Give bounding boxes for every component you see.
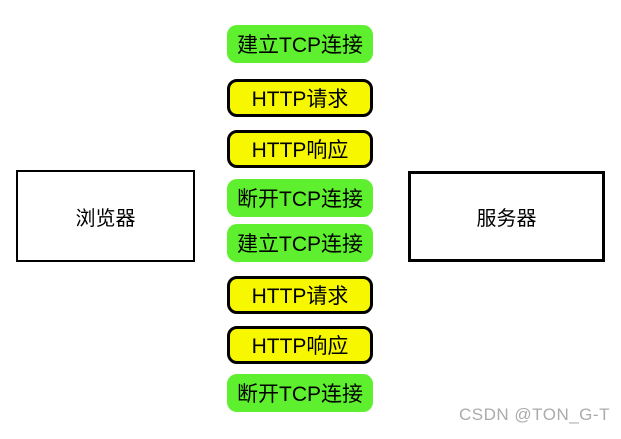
step-label: 建立TCP连接 <box>237 233 363 256</box>
step-pill-tcp: 建立TCP连接 <box>227 25 373 63</box>
step-label: 断开TCP连接 <box>237 188 363 211</box>
step-label: HTTP响应 <box>251 335 349 358</box>
step-label: HTTP请求 <box>251 285 349 308</box>
server-box: 服务器 <box>408 171 605 262</box>
step-pill-http: HTTP响应 <box>227 130 373 168</box>
step-pill-http: HTTP请求 <box>227 79 373 117</box>
browser-box: 浏览器 <box>16 170 195 262</box>
step-label: HTTP请求 <box>251 88 349 111</box>
step-pill-tcp: 建立TCP连接 <box>227 224 373 262</box>
csdn-watermark: CSDN @TON_G-T <box>459 405 610 424</box>
browser-label: 浏览器 <box>75 207 136 230</box>
step-label: HTTP响应 <box>251 139 349 162</box>
step-label: 断开TCP连接 <box>237 383 363 406</box>
step-pill-http: HTTP请求 <box>227 276 373 314</box>
server-label: 服务器 <box>476 208 537 230</box>
step-pill-http: HTTP响应 <box>227 326 373 364</box>
step-label: 建立TCP连接 <box>237 34 363 57</box>
step-pill-tcp: 断开TCP连接 <box>227 374 373 412</box>
step-pill-tcp: 断开TCP连接 <box>227 179 373 217</box>
